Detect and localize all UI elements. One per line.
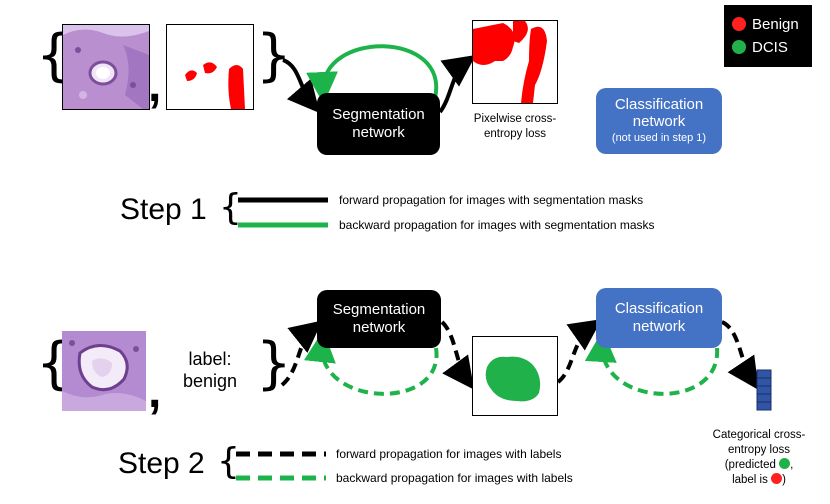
comma: ,	[148, 59, 162, 112]
loss-caption-step2: Categorical cross- entropy loss (predict…	[712, 429, 806, 486]
step1-title: Step 1	[120, 193, 207, 226]
step1-forward-legend-text: forward propagation for images with segm…	[339, 193, 644, 207]
segmentation-network-label-step2: Segmentation network	[332, 301, 426, 336]
benign-dot-icon	[732, 17, 746, 31]
comma-step2: ,	[148, 365, 162, 418]
loss-caption-step1: Pixelwise cross-entropy loss	[470, 112, 560, 142]
forward-arrow-label-to-seg	[280, 320, 323, 387]
output-vector-icon	[756, 369, 772, 411]
histology-image	[62, 24, 150, 110]
forward-arrow-cls-to-vector	[720, 320, 759, 390]
pixelwise-loss-label: Pixelwise cross-entropy loss	[473, 113, 557, 140]
label-text: label: benign	[182, 349, 238, 391]
segmentation-network-label: Segmentation network	[332, 106, 425, 141]
classification-network-label: Classification network	[614, 95, 704, 130]
classification-network-step2: Classification network	[596, 288, 722, 348]
segmentation-mask-image	[166, 24, 254, 110]
forward-arrow-mask-to-cls	[556, 319, 602, 384]
forward-arrow-seg-to-output	[438, 55, 476, 114]
classification-network-step1: Classification network (not used in step…	[596, 88, 722, 154]
step2-backward-legend-text: backward propagation for images with lab…	[336, 471, 573, 485]
step1-backward-legend-text: backward propagation for images with seg…	[339, 218, 655, 232]
brace-right-icon: }	[256, 23, 292, 88]
histology-image-step2	[62, 331, 146, 411]
forward-arrow-seg-to-mask	[440, 320, 475, 390]
step2-title: Step 2	[118, 447, 205, 480]
classification-network-label-step2: Classification network	[614, 300, 704, 335]
segmentation-network-step1: Segmentation network	[317, 93, 440, 155]
segmentation-output-image	[472, 20, 558, 104]
brace-right-icon-step2: }	[256, 331, 292, 396]
backward-arrow-step2-cls	[584, 330, 720, 396]
step2-legend-brace-icon: {	[217, 441, 240, 482]
predicted-dcis-dot-icon	[779, 458, 791, 469]
legend-benign: Benign	[732, 13, 812, 36]
step1-legend-brace-icon: {	[219, 187, 242, 228]
dcis-dot-icon	[732, 40, 746, 54]
not-used-note: (not used in step 1)	[611, 131, 707, 144]
backward-arrow-step2-seg	[304, 330, 439, 396]
class-legend: Benign DCIS	[724, 5, 812, 67]
label-benign-dot-icon	[771, 473, 783, 484]
step2-forward-legend-text: forward propagation for images with labe…	[336, 447, 562, 461]
legend-dcis: DCIS	[732, 36, 812, 59]
segmentation-network-step2: Segmentation network	[317, 290, 441, 348]
backward-arrow-step1	[306, 44, 439, 104]
predicted-mask-image	[472, 336, 558, 416]
